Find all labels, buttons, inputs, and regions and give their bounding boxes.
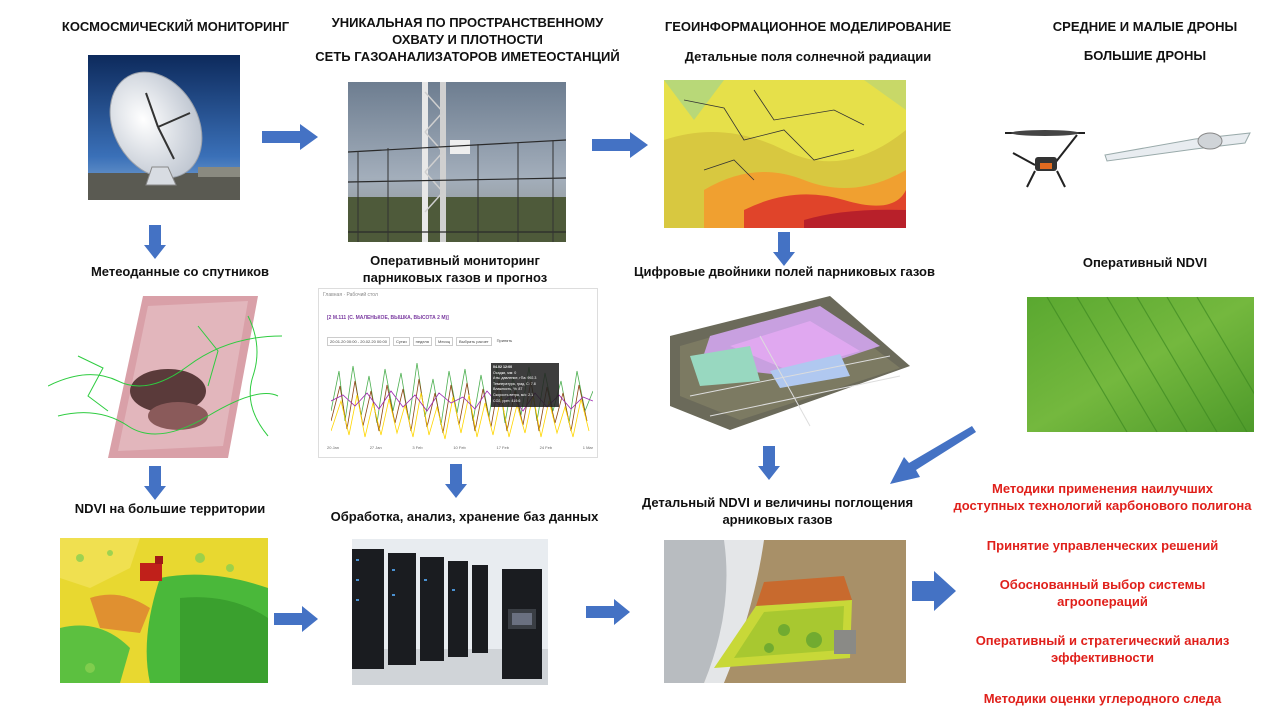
tooltip-line-5: Скорость ветра, м/с: 2.1 <box>493 392 534 397</box>
result-efficiency-analysis-line2: эффективности <box>1050 650 1155 665</box>
ndvi-large-territory-image <box>60 538 268 683</box>
label-satellite-meteo: Метеоданные со спутников <box>90 264 270 279</box>
result-agro-operations-line1: Обоснованный выбор системы <box>999 577 1206 592</box>
arrow-down-1 <box>144 225 166 259</box>
tooltip-line-2: Атм. давление, гПа: 992.3 <box>493 376 537 381</box>
server-room-image <box>352 539 548 685</box>
label-digital-twins: Цифровые двойники полей парниковых газов <box>634 264 935 279</box>
dashboard-tooltip: 04.02 12:00 Осадки, мм: 0 Атм. давление,… <box>493 365 559 404</box>
solar-radiation-map-image <box>664 80 906 228</box>
satellite-meteo-image <box>48 296 282 458</box>
label-ndvi-detail-line2: арниковых газов <box>722 512 833 527</box>
dashboard-date-input[interactable]: 20.01.20 00:00 - 20.02.20 00:00 <box>327 337 390 346</box>
dashboard-apply-button[interactable]: Принять <box>496 338 513 343</box>
result-efficiency-analysis: Оперативный и стратегический анализ эффе… <box>940 632 1265 666</box>
dashboard-week-button[interactable]: неделя <box>412 337 432 346</box>
x-tick-5: 17 Feb <box>496 445 509 450</box>
arrow-down-4 <box>445 464 467 498</box>
x-tick-6: 24 Feb <box>539 445 553 450</box>
label-ghg-monitoring-line1: Оперативный мониторинг <box>370 253 540 268</box>
label-ndvi-operational: Оперативный NDVI <box>1082 255 1208 270</box>
result-carbon-footprint: Методики оценки углеродного следа <box>983 691 1222 706</box>
ndvi-field-photo-image <box>1027 297 1254 432</box>
label-ndvi-large: NDVI на большие территории <box>74 501 266 516</box>
label-ghg-monitoring-line2: парниковых газов и прогноз <box>362 270 548 285</box>
result-best-technologies-line2: доступных технологий карбонового полигон… <box>953 498 1252 513</box>
arrow-right-1 <box>262 124 318 150</box>
x-tick-3: 3 Feb <box>412 445 423 450</box>
arrow-right-2 <box>592 132 648 158</box>
tooltip-time: 04.02 12:00 <box>493 365 513 369</box>
drones-image <box>995 115 1255 195</box>
dashboard-timeseries-plot <box>331 351 593 443</box>
gas-analyzer-tower-image <box>348 82 566 242</box>
result-agro-operations: Обоснованный выбор системы агроопераций <box>940 576 1265 610</box>
dashboard-nav: Главная · Рабочий стол <box>323 292 378 298</box>
header-gas-network-line1: УНИКАЛЬНАЯ ПО ПРОСТРАНСТВЕННОМУ <box>331 15 604 30</box>
arrow-down-3 <box>144 466 166 500</box>
label-processing: Обработка, анализ, хранение баз данных <box>330 509 599 524</box>
dashboard-select-button[interactable]: Выбрать расчет <box>456 337 492 346</box>
ghg-dashboard-image: Главная · Рабочий стол [2 М.111 (С. МАЛЕ… <box>318 288 598 458</box>
tooltip-line-4: Влажность, %: 87 <box>493 387 523 392</box>
tooltip-line-3: Температура, град. С: 7.8 <box>493 381 536 386</box>
dashboard-day-button[interactable]: Сутки <box>392 337 410 346</box>
arrow-right-big <box>912 571 956 611</box>
digital-twins-3d-image <box>670 296 910 430</box>
header-space-monitoring: КОСМОСМИЧЕСКИЙ МОНИТОРИНГ <box>61 19 290 34</box>
label-ghg-monitoring: Оперативный мониторинг парниковых газов … <box>320 252 590 286</box>
satellite-dish-image <box>88 55 240 200</box>
dashboard-title: [2 М.111 (С. МАЛЕНЬКОЕ, ВЫШКА, ВЫСОТА 2 … <box>327 315 449 321</box>
dashboard-month-button[interactable]: Месяц <box>434 337 453 346</box>
arrow-right-3 <box>274 606 318 632</box>
x-tick-4: 10 Feb <box>453 445 466 450</box>
header-gis-modeling: ГЕОИНФОРМАЦИОННОЕ МОДЕЛИРОВАНИЕ <box>664 19 952 34</box>
result-agro-operations-line2: агроопераций <box>1057 594 1148 609</box>
x-tick-7: 1 Mar <box>582 445 593 450</box>
x-tick-1: 20 Jan <box>327 445 340 450</box>
arrow-down-2 <box>773 232 795 266</box>
header-gas-network-line2: ОХВАТУ И ПЛОТНОСТИ <box>392 32 543 47</box>
tooltip-line-1: Осадки, мм: 0 <box>493 370 517 375</box>
result-management-decisions: Принятие управленческих решений <box>986 538 1219 553</box>
result-efficiency-analysis-line1: Оперативный и стратегический анализ <box>975 633 1230 648</box>
arrow-diagonal <box>890 424 976 486</box>
label-solar-radiation: Детальные поля солнечной радиации <box>684 49 932 64</box>
header-drones: СРЕДНИЕ И МАЛЫЕ ДРОНЫ БОЛЬШИЕ ДРОНЫ <box>1035 18 1255 64</box>
arrow-down-5 <box>758 446 780 480</box>
header-gas-network-line3: СЕТЬ ГАЗОАНАЛИЗАТОРОВ ИМЕТЕОСТАНЦИЙ <box>315 49 620 64</box>
dashboard-x-axis: 20 Jan 27 Jan 3 Feb 10 Feb 17 Feb 24 Feb… <box>327 445 593 450</box>
tooltip-line-6: CO2, ppm: 419.6 <box>493 398 521 403</box>
label-ndvi-detail-line1: Детальный NDVI и величины поглощения <box>641 495 914 510</box>
header-gas-network: УНИКАЛЬНАЯ ПО ПРОСТРАНСТВЕННОМУ ОХВАТУ И… <box>300 14 635 65</box>
result-best-technologies: Методики применения наилучших доступных … <box>940 480 1265 514</box>
header-drones-line1: СРЕДНИЕ И МАЛЫЕ ДРОНЫ <box>1052 19 1238 34</box>
ndvi-detail-field-image <box>664 540 906 683</box>
header-drones-line2: БОЛЬШИЕ ДРОНЫ <box>1083 48 1207 63</box>
label-ndvi-detail: Детальный NDVI и величины поглощения арн… <box>615 494 940 528</box>
result-best-technologies-line1: Методики применения наилучших <box>992 481 1213 496</box>
arrow-right-4 <box>586 599 630 625</box>
x-tick-2: 27 Jan <box>369 445 382 450</box>
